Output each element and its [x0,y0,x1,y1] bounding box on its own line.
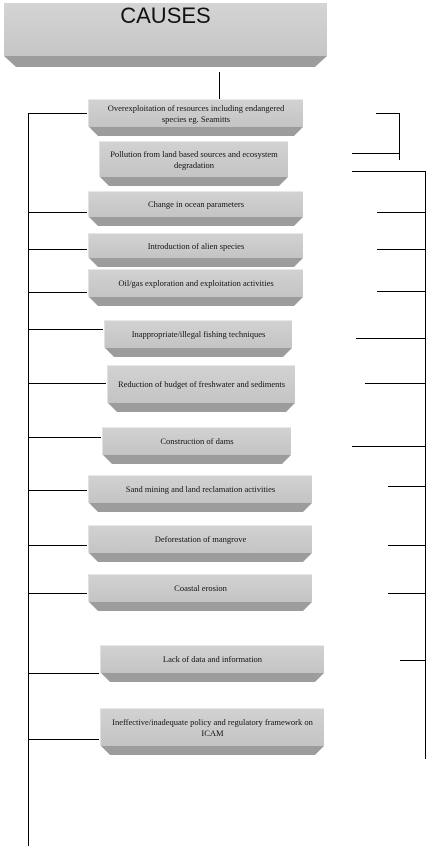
cause-label: Lack of data and information [162,654,263,664]
title-connector [219,72,220,100]
right-branch-6 [352,446,425,447]
cause-box-lack-of-data: Lack of data and information [100,645,324,673]
cause-box-fishing: Inappropriate/illegal fishing techniques [104,320,292,348]
left-branch-3 [28,249,87,250]
cause-label: Deforestation of mangrove [154,534,247,544]
cause-box-pollution: Pollution from land based sources and ec… [99,141,288,177]
cause-box-coastal-erosion: Coastal erosion [88,574,312,602]
diagram-title: CAUSES [120,2,211,28]
right-branch-9 [388,593,425,594]
right-branch-2 [377,249,425,250]
left-branch-10 [28,593,87,594]
cause-box-mangrove: Deforestation of mangrove [88,525,312,553]
cause-box-alien-species: Introduction of alien species [88,233,303,258]
left-branch-7 [28,437,101,438]
cause-label: Ineffective/inadequate policy and regula… [112,716,313,738]
right-bracket-bottom [352,153,399,154]
title-box: CAUSES [4,3,327,56]
cause-label: Reduction of budget of freshwater and se… [117,379,286,389]
right-branch-4 [356,338,425,339]
right-branch-7 [388,486,425,487]
left-branch-8 [28,490,87,491]
right-branch-8 [388,545,425,546]
cause-label: Change in ocean parameters [147,199,245,209]
right-bracket-vertical [399,113,400,160]
cause-box-oil-gas: Oil/gas exploration and exploitation act… [88,269,303,297]
right-branch-10 [400,660,425,661]
cause-box-sand-mining: Sand mining and land reclamation activit… [88,475,312,503]
left-branch-5 [28,329,103,330]
left-branch-1 [28,113,87,114]
cause-box-overexploitation: Overexploitation of resources including … [88,99,303,127]
right-bracket-top [376,113,399,114]
right-branch-3 [377,291,425,292]
cause-label: Inappropriate/illegal fishing techniques [131,329,266,339]
cause-label: Sand mining and land reclamation activit… [125,484,276,494]
left-branch-11 [28,673,99,674]
cause-box-ocean-parameters: Change in ocean parameters [88,191,303,217]
left-trunk-line [28,113,29,846]
cause-label: Overexploitation of resources including … [107,102,285,124]
right-trunk-line [425,171,426,759]
right-trunk-top [352,171,425,172]
left-branch-6 [28,383,106,384]
cause-label: Introduction of alien species [147,240,245,251]
left-branch-4 [28,292,87,293]
left-branch-12 [28,739,99,740]
cause-box-freshwater-budget: Reduction of budget of freshwater and se… [107,365,295,403]
right-branch-5 [365,383,425,384]
left-branch-2 [28,212,87,213]
cause-box-policy-framework: Ineffective/inadequate policy and regula… [100,708,324,746]
cause-label: Oil/gas exploration and exploitation act… [118,278,274,288]
cause-label: Pollution from land based sources and ec… [110,148,278,170]
cause-label: Construction of dams [160,436,234,446]
cause-label: Coastal erosion [174,583,227,593]
left-branch-9 [28,545,87,546]
cause-box-dams: Construction of dams [102,427,291,455]
right-branch-1 [377,212,425,213]
